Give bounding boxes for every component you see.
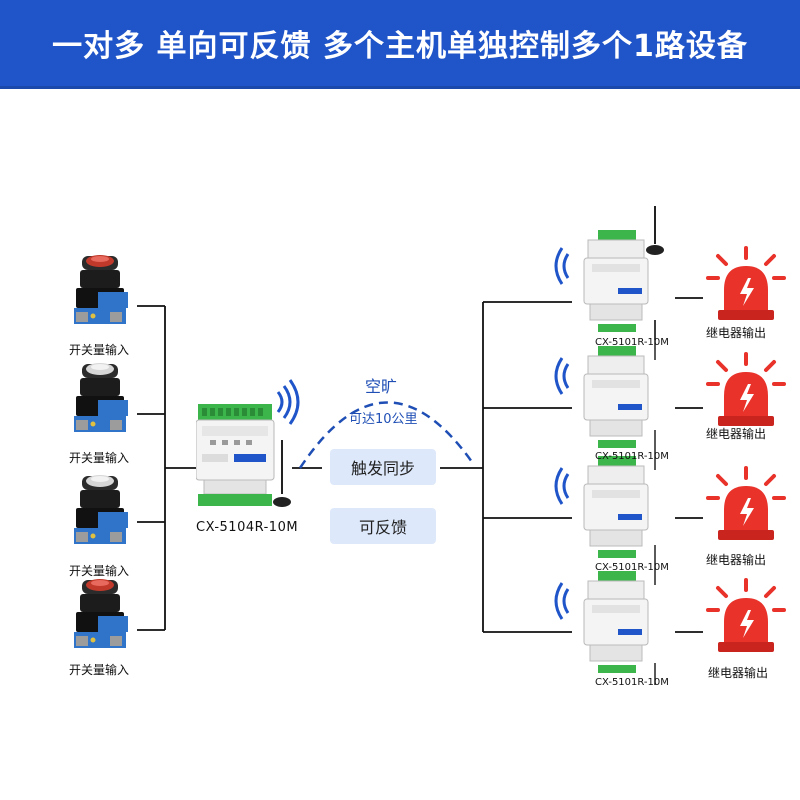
- output-label: 继电器输出: [706, 427, 767, 441]
- input-label: 开关量输入: [68, 663, 129, 677]
- signal-wave-icon: [276, 379, 300, 425]
- alarm-light-icon: [706, 578, 786, 652]
- alarm-light-icon: [706, 246, 786, 320]
- slave-model-label: CX-5101R-10M: [595, 337, 669, 348]
- input-label: 开关量输入: [68, 343, 129, 357]
- master-module: [196, 379, 300, 507]
- page-title: 一对多 单向可反馈 多个主机单独控制多个1路设备: [52, 29, 748, 64]
- signal-wave-icon: [554, 467, 570, 505]
- slave-module: [554, 545, 656, 685]
- push-button-icon: [74, 363, 128, 432]
- output-label: 继电器输出: [706, 553, 767, 567]
- banner-divider: [0, 86, 800, 89]
- mode-badge-feedback: 可反馈: [330, 508, 436, 544]
- slave-module: [554, 430, 656, 558]
- header-banner: 一对多 单向可反馈 多个主机单独控制多个1路设备: [0, 0, 800, 86]
- wireless-link-arc: [298, 401, 474, 469]
- output-label: 继电器输出: [706, 326, 767, 340]
- alarm-light-icon: [706, 466, 786, 540]
- signal-wave-icon: [554, 357, 570, 395]
- mode-sync-label: 触发同步: [350, 459, 415, 478]
- range-label: 可达10公里: [349, 412, 418, 427]
- environment-label: 空旷: [365, 377, 398, 396]
- push-button-icon: [74, 475, 128, 544]
- input-label: 开关量输入: [68, 451, 129, 465]
- slave-module: [554, 320, 656, 448]
- output-label: 继电器输出: [708, 666, 769, 680]
- push-button-icon: [74, 579, 128, 648]
- slave-model-label: CX-5101R-10M: [595, 451, 669, 462]
- push-button-icon: [74, 255, 128, 324]
- slave-module: [554, 206, 664, 340]
- signal-wave-icon: [554, 582, 570, 620]
- mode-badge-sync: 触发同步: [330, 449, 436, 485]
- signal-wave-icon: [554, 247, 570, 285]
- slave-model-label: CX-5101R-10M: [595, 677, 669, 688]
- mode-feedback-label: 可反馈: [358, 518, 407, 537]
- alarm-light-icon: [706, 352, 786, 426]
- input-label: 开关量输入: [68, 564, 129, 578]
- master-model-label: CX-5104R-10M: [196, 520, 299, 535]
- slave-model-label: CX-5101R-10M: [595, 562, 669, 573]
